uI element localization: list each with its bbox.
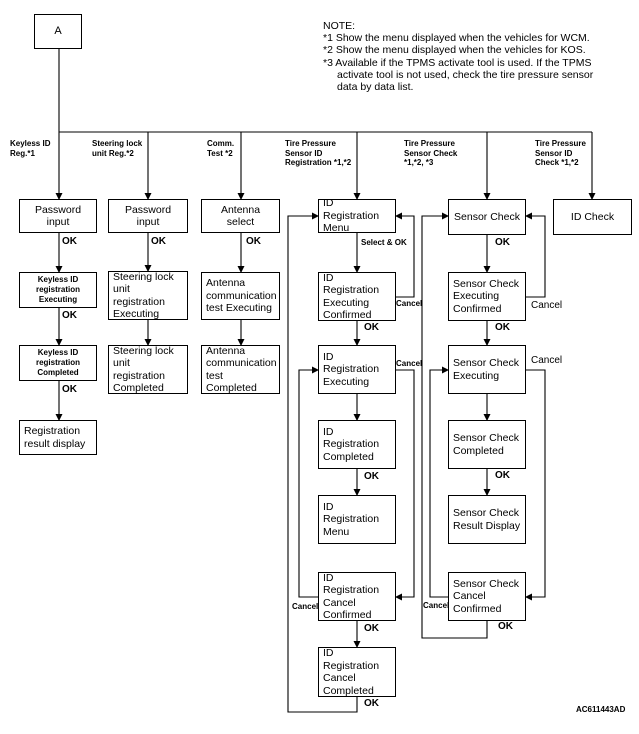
label-ok: OK bbox=[364, 322, 379, 333]
label-ok: OK bbox=[364, 471, 379, 482]
label-ok: OK bbox=[151, 236, 166, 247]
label-ok: OK bbox=[62, 236, 77, 247]
box-k1-password-input: Password input bbox=[19, 199, 97, 233]
label-ok: OK bbox=[246, 236, 261, 247]
label-ok: OK bbox=[364, 623, 379, 634]
label-ok: OK bbox=[62, 384, 77, 395]
label-ok: OK bbox=[498, 621, 513, 632]
note-title: NOTE: bbox=[323, 20, 356, 32]
label-cancel: Cancel bbox=[396, 359, 423, 368]
note-block: NOTE: *1 Show the menu displayed when th… bbox=[323, 20, 593, 93]
box-s1-password-input: Password input bbox=[108, 199, 188, 233]
note-line-3-cont: activate tool is not used, check the tir… bbox=[337, 68, 594, 81]
label-ok: OK bbox=[495, 322, 510, 333]
label-ok: OK bbox=[495, 470, 510, 481]
box-t1-sensor-check: Sensor Check bbox=[448, 199, 526, 235]
label-cancel: Cancel bbox=[531, 355, 563, 366]
label-cancel: Cancel bbox=[396, 299, 423, 308]
header-comm-test: Comm.Test *2 bbox=[207, 139, 235, 158]
label-select-ok: Select & OK bbox=[361, 238, 407, 247]
box-i1-id-check: ID Check bbox=[553, 199, 632, 235]
start-node-a: A bbox=[34, 14, 82, 49]
label-cancel: Cancel bbox=[292, 602, 319, 611]
label-cancel: Cancel bbox=[423, 601, 450, 610]
box-c1-antenna-select: Antenna select bbox=[201, 199, 280, 233]
label-ok: OK bbox=[364, 698, 379, 709]
label-ok: OK bbox=[495, 237, 510, 248]
note-line-2: *2 Show the menu displayed when the vehi… bbox=[323, 44, 586, 57]
note-line-3-end: data by data list. bbox=[337, 81, 414, 94]
figure-id: AC611443AD bbox=[576, 705, 626, 714]
label-ok: OK bbox=[62, 310, 77, 321]
note-line-1: *1 Show the menu displayed when the vehi… bbox=[323, 32, 590, 45]
label-cancel: Cancel bbox=[531, 300, 563, 311]
note-line-3: *3 Available if the TPMS activate tool i… bbox=[323, 56, 592, 69]
